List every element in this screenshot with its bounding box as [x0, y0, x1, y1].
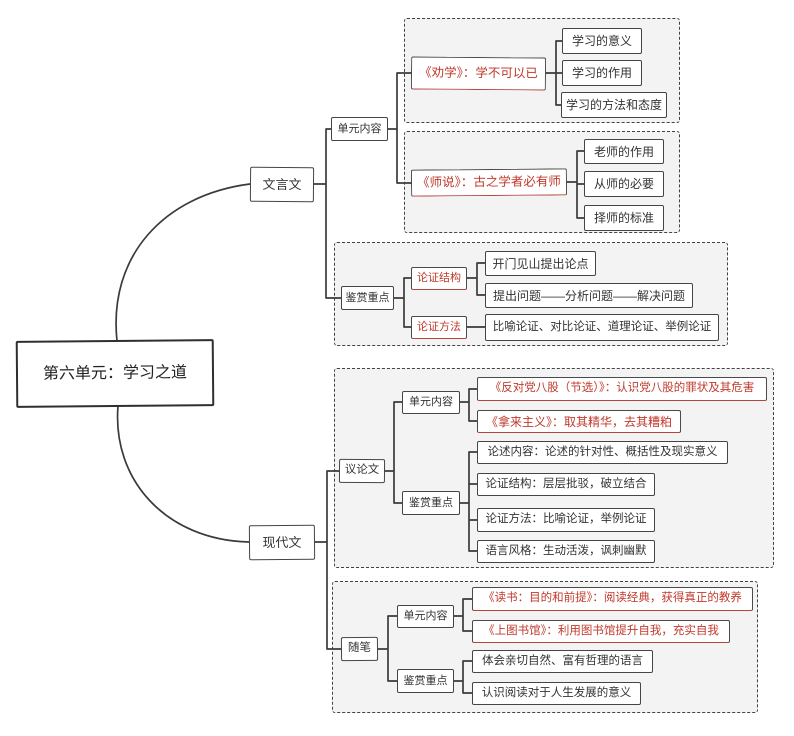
node-quanxue-point[interactable]: 学习的作用 — [562, 60, 642, 86]
edge-root-classical — [115, 183, 251, 342]
node-classical-unit-content[interactable]: 单元内容 — [331, 117, 388, 141]
node-root-topic[interactable]: 第六单元：学习之道 — [15, 339, 215, 408]
node-essay-focus-point[interactable]: 体会亲切自然、富有哲理的语言 — [472, 650, 653, 673]
node-structure-point[interactable]: 提出问题——分析问题——解决问题 — [485, 283, 693, 308]
node-modern-text[interactable]: 现代文 — [248, 524, 316, 561]
node-classical-focus[interactable]: 鉴赏重点 — [341, 286, 394, 310]
edge-root-modern — [116, 405, 250, 543]
node-shishuo-title[interactable]: 《师说》：古之学者必有师 — [410, 168, 568, 197]
node-arg-unit-content[interactable]: 单元内容 — [402, 391, 460, 414]
node-shishuo-point[interactable]: 择师的标准 — [584, 205, 664, 231]
node-quanxue-point[interactable]: 学习的方法和态度 — [561, 92, 667, 118]
node-arg-focus-point[interactable]: 论述内容：论述的针对性、概括性及现实意义 — [477, 441, 728, 464]
node-nalai-title[interactable]: 《拿来主义》：取其精华，去其糟粕 — [477, 410, 681, 433]
node-structure-point[interactable]: 开门见山提出论点 — [485, 251, 596, 276]
node-essay-focus[interactable]: 鉴赏重点 — [397, 669, 454, 693]
node-fandui-title[interactable]: 《反对党八股（节选）》：认识党八股的罪状及其危害 — [477, 377, 767, 401]
node-arg-focus-point[interactable]: 论证结构：层层批驳，破立结合 — [477, 473, 655, 496]
node-essay-focus-point[interactable]: 认识阅读对于人生发展的意义 — [472, 682, 641, 705]
node-arg-focus[interactable]: 鉴赏重点 — [402, 491, 460, 515]
node-arg-focus-point[interactable]: 论证方法：比喻论证，举例论证 — [477, 508, 655, 532]
node-essay-unit-content[interactable]: 单元内容 — [397, 605, 454, 628]
node-shishuo-point[interactable]: 老师的作用 — [584, 139, 664, 164]
node-quanxue-title[interactable]: 《劝学》：学不可以已 — [410, 56, 547, 91]
node-essay[interactable]: 随笔 — [340, 636, 379, 662]
node-argument-method[interactable]: 论证方法 — [411, 316, 467, 339]
node-arg-focus-point[interactable]: 语言风格：生动活泼，讽刺幽默 — [477, 540, 655, 563]
node-argument-structure[interactable]: 论证结构 — [411, 267, 467, 290]
node-shangtushuguan-title[interactable]: 《上图书馆》：利用图书馆提升自我，充实自我 — [472, 620, 730, 643]
node-shishuo-point[interactable]: 从师的必要 — [584, 171, 664, 197]
node-quanxue-point[interactable]: 学习的意义 — [562, 28, 642, 54]
node-dushu-title[interactable]: 《读书：目的和前提》：阅读经典，获得真正的教养 — [472, 587, 753, 611]
node-classical-chinese[interactable]: 文言文 — [249, 166, 315, 203]
node-argumentative-essay[interactable]: 议论文 — [338, 458, 386, 484]
node-method-point[interactable]: 比喻论证、对比论证、道理论证、举例论证 — [485, 314, 719, 341]
